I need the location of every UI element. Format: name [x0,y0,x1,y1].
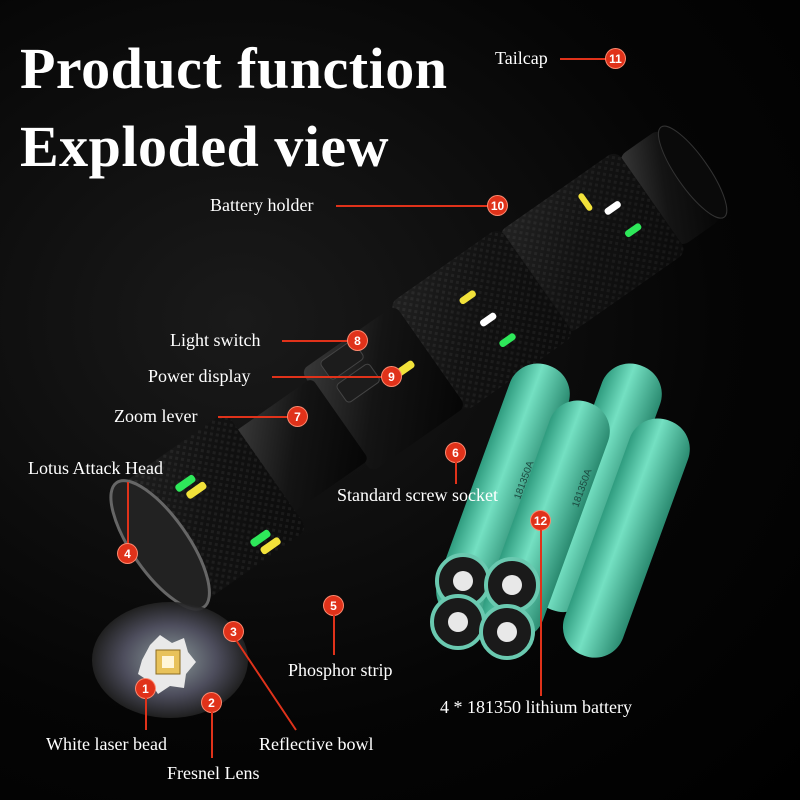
label-phosphor-strip: Phosphor strip [288,660,393,680]
callout-7-badge: 7 [288,407,307,426]
callout-6-badge: 6 [446,443,465,462]
label-lithium-battery: 4 * 181350 lithium battery [440,697,632,717]
label-battery-holder: Battery holder [210,195,314,215]
callout-1-badge: 1 [136,679,155,698]
callout-11-badge: 11 [606,49,625,68]
label-zoom-lever: Zoom lever [114,406,198,426]
label-screw-socket: Standard screw socket [337,485,498,505]
label-tailcap: Tailcap [495,48,548,68]
callout-3-badge: 3 [224,622,243,641]
title-line-1: Product function [20,36,448,101]
label-white-laser-bead: White laser bead [46,734,167,754]
callout-8-badge: 8 [348,331,367,350]
title-line-2: Exploded view [20,114,390,179]
flashlight-body [109,125,728,611]
label-lotus-attack-head: Lotus Attack Head [28,458,163,478]
label-light-switch: Light switch [170,330,261,350]
label-reflective-bowl: Reflective bowl [259,734,374,754]
callout-2-badge: 2 [202,693,221,712]
callout-4-badge: 4 [118,544,137,563]
callout-9-badge: 9 [382,367,401,386]
label-fresnel-lens: Fresnel Lens [167,763,260,783]
callout-12-badge: 12 [531,511,550,530]
callout-5-badge: 5 [324,596,343,615]
label-power-display: Power display [148,366,251,386]
tailcap-part [620,131,720,245]
callout-10-badge: 10 [488,196,507,215]
